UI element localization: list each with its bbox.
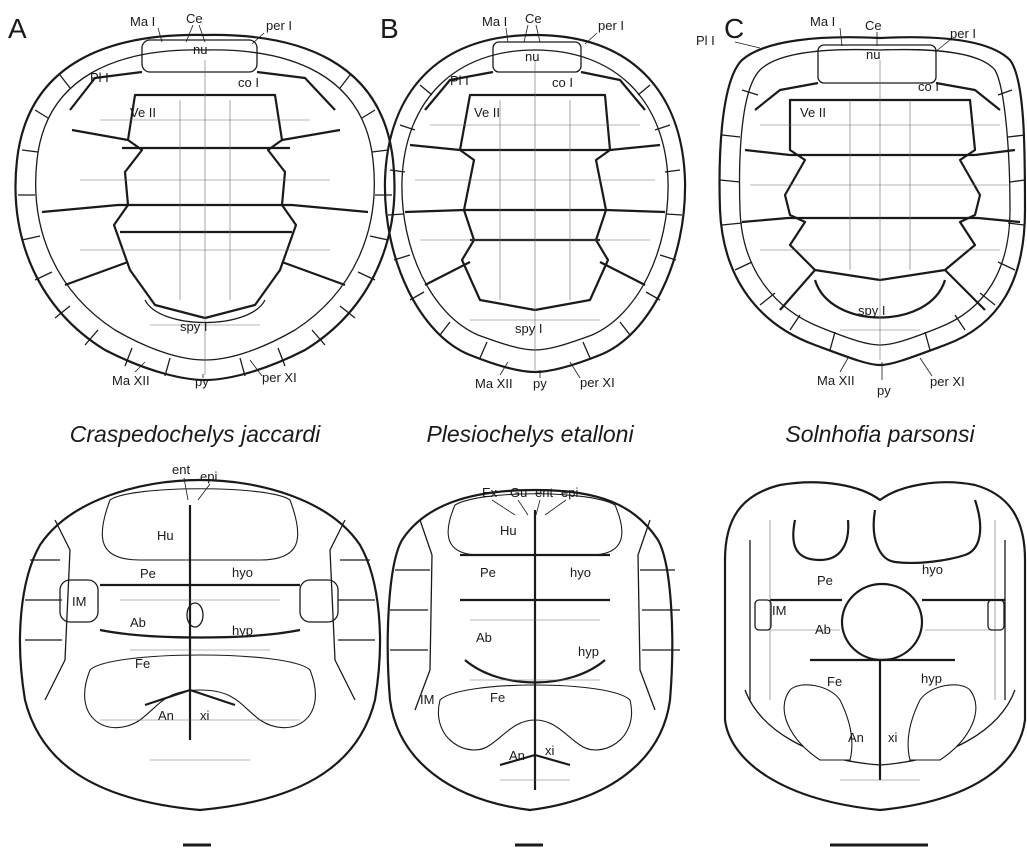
carapace-a: A Ma I Ce nu per I Pl I co I Ve II spy I… [8, 11, 394, 389]
label-ma1-a: Ma I [130, 14, 155, 29]
label-per1-c: per I [950, 26, 976, 41]
label-nu-c: nu [866, 47, 880, 62]
label-fe-c: Fe [827, 674, 842, 689]
species-name-c: Solnhofia parsonsi [785, 421, 975, 447]
label-per1-a: per I [266, 18, 292, 33]
label-an-a: An [158, 708, 174, 723]
inframarginal-c-left [755, 600, 771, 630]
label-per11-c: per XI [930, 374, 965, 389]
label-ve2-a: Ve II [130, 105, 156, 120]
label-co1-c: co I [918, 79, 939, 94]
label-hyp-c: hyp [921, 671, 942, 686]
label-epi-b: epi [561, 485, 578, 500]
label-hyo-b: hyo [570, 565, 591, 580]
label-pl1-c: Pl I [696, 33, 715, 48]
label-ex-b: Ex [482, 485, 498, 500]
plastron-a: ent epi Hu Pe hyo IM Ab hyp Fe An xi [20, 462, 380, 810]
label-pe-b: Pe [480, 565, 496, 580]
vertebral-scutes-c [785, 100, 980, 280]
label-ma1-c: Ma I [810, 14, 835, 29]
label-an-b: An [509, 748, 525, 763]
label-ab-a: Ab [130, 615, 146, 630]
label-spy1-a: spy I [180, 319, 207, 334]
label-ent-b: ent [535, 485, 553, 500]
label-fe-a: Fe [135, 656, 150, 671]
label-gu-b: Gu [510, 485, 527, 500]
label-ma1-b: Ma I [482, 14, 507, 29]
label-spy1-b: spy I [515, 321, 542, 336]
label-hyo-a: hyo [232, 565, 253, 580]
label-ent-a: ent [172, 462, 190, 477]
label-pe-a: Pe [140, 566, 156, 581]
label-hyp-a: hyp [232, 623, 253, 638]
label-xi-b: xi [545, 743, 555, 758]
central-fontanelle-c [842, 584, 922, 660]
label-per1-b: per I [598, 18, 624, 33]
label-co1-b: co I [552, 75, 573, 90]
label-nu-b: nu [525, 49, 539, 64]
label-hyo-c: hyo [922, 562, 943, 577]
label-hu-b: Hu [500, 523, 517, 538]
label-ab-c: Ab [815, 622, 831, 637]
label-hu-a: Hu [157, 528, 174, 543]
species-name-b: Plesiochelys etalloni [426, 421, 634, 447]
label-im-a: IM [72, 594, 86, 609]
label-ve2-c: Ve II [800, 105, 826, 120]
label-ce-a: Ce [186, 11, 203, 26]
label-ma12-a: Ma XII [112, 373, 150, 388]
label-xi-c: xi [888, 730, 898, 745]
panel-letter-b: B [380, 13, 399, 44]
plastron-b: Ex Gu ent epi Hu Pe hyo Ab hyp IM Fe An … [388, 485, 680, 810]
label-ma12-c: Ma XII [817, 373, 855, 388]
label-fe-b: Fe [490, 690, 505, 705]
plastron-a-anterior-lobe [102, 489, 298, 560]
label-hyp-b: hyp [578, 644, 599, 659]
label-im-c: IM [772, 603, 786, 618]
label-per11-b: per XI [580, 375, 615, 390]
label-xi-a: xi [200, 708, 210, 723]
label-ve2-b: Ve II [474, 105, 500, 120]
label-per11-a: per XI [262, 370, 297, 385]
carapace-b: B Ma I Ce nu per I Pl I co I Ve II spy I… [380, 11, 685, 391]
label-an-c: An [848, 730, 864, 745]
carapace-c: C Ma I Ce nu per I Pl I co I Ve II spy I… [696, 13, 1025, 398]
panel-letter-a: A [8, 13, 27, 44]
label-ce-c: Ce [865, 18, 882, 33]
label-spy1-c: spy I [858, 303, 885, 318]
label-pe-c: Pe [817, 573, 833, 588]
label-co1-a: co I [238, 75, 259, 90]
label-ce-b: Ce [525, 11, 542, 26]
carapace-c-inner-margin [740, 50, 1010, 345]
species-name-a: Craspedochelys jaccardi [70, 421, 321, 447]
label-ma12-b: Ma XII [475, 376, 513, 391]
label-im-b: IM [420, 692, 434, 707]
label-pl1-b: Pl I [450, 73, 469, 88]
plastron-c-anterior-lobes [793, 500, 980, 563]
label-py-c: py [877, 383, 891, 398]
inframarginal-c-right [988, 600, 1004, 630]
panel-letter-c: C [724, 13, 744, 44]
label-nu-a: nu [193, 42, 207, 57]
plastron-c: Pe hyo IM Ab Fe hyp An xi [725, 482, 1025, 810]
label-py-b: py [533, 376, 547, 391]
pleural-boundaries-c [742, 83, 1020, 310]
label-py-a: py [195, 374, 209, 389]
label-ab-b: Ab [476, 630, 492, 645]
label-epi-a: epi [200, 469, 217, 484]
label-pl1-a: Pl I [90, 70, 109, 85]
